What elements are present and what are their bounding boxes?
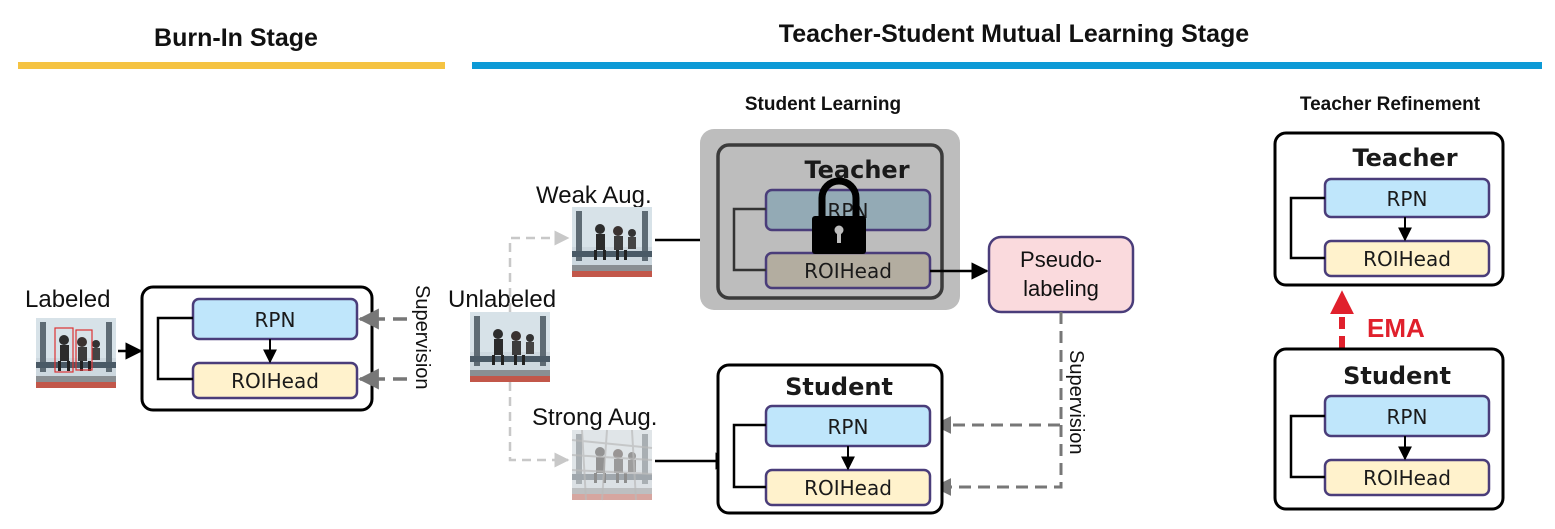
pseudo-supervision-arrow-2 — [933, 425, 1063, 496]
burnin-roihead-label: ROIHead — [231, 369, 319, 393]
refine-teacher-roihead-label: ROIHead — [1363, 247, 1451, 271]
refine-student-label: Student — [1343, 362, 1451, 390]
refine-student-rpn-label: RPN — [1387, 405, 1428, 429]
refine-teacher-label: Teacher — [1352, 144, 1457, 172]
burnin-supervision-label: Supervision — [411, 285, 433, 390]
strong-branch-arrow — [508, 382, 570, 468]
burnin-bypass-line — [156, 316, 193, 381]
frozen-roihead-label: ROIHead — [804, 259, 892, 283]
refine-student-roihead-label: ROIHead — [1363, 466, 1451, 490]
student-learning-student-label: Student — [785, 373, 893, 401]
unlabeled-image — [470, 312, 550, 382]
lock-icon — [812, 177, 866, 254]
mutual-learning-bar — [472, 62, 1542, 69]
strong-aug-label: Strong Aug. — [532, 404, 657, 431]
student-learning-teacher-box — [716, 143, 944, 300]
teacher-refinement-title: Teacher Refinement — [1300, 94, 1481, 115]
burn-in-title: Burn-In Stage — [154, 24, 318, 52]
refine-student-bypass-line — [1289, 414, 1325, 479]
weak-aug-image — [572, 207, 652, 277]
student-roihead-label: ROIHead — [804, 476, 892, 500]
student-learning-teacher-label: Teacher — [804, 156, 909, 184]
labeled-image — [36, 318, 116, 388]
strong-aug-image — [571, 429, 653, 501]
weak-aug-label: Weak Aug. — [536, 182, 652, 209]
weak-branch-arrow — [508, 230, 570, 312]
pseudo-supervision-arrow-1 — [933, 312, 1063, 434]
pseudo-labeling-label-1: Pseudo- — [1020, 247, 1102, 272]
ema-label: EMA — [1367, 313, 1425, 343]
student-learning-title: Student Learning — [745, 94, 901, 115]
pseudo-supervision-label: Supervision — [1065, 350, 1087, 455]
burnin-rpn-label: RPN — [255, 308, 296, 332]
unlabeled-label: Unlabeled — [448, 286, 556, 313]
burn-in-bar — [18, 62, 445, 69]
refine-teacher-rpn-label: RPN — [1387, 187, 1428, 211]
student-bypass-line — [732, 423, 766, 489]
pseudo-labeling-label-2: labeling — [1023, 276, 1099, 301]
refine-teacher-bypass-line — [1289, 196, 1325, 260]
student-rpn-label: RPN — [828, 415, 869, 439]
frozen-bypass-line — [732, 207, 766, 272]
mutual-learning-title: Teacher-Student Mutual Learning Stage — [779, 20, 1250, 48]
labeled-label: Labeled — [25, 286, 110, 313]
